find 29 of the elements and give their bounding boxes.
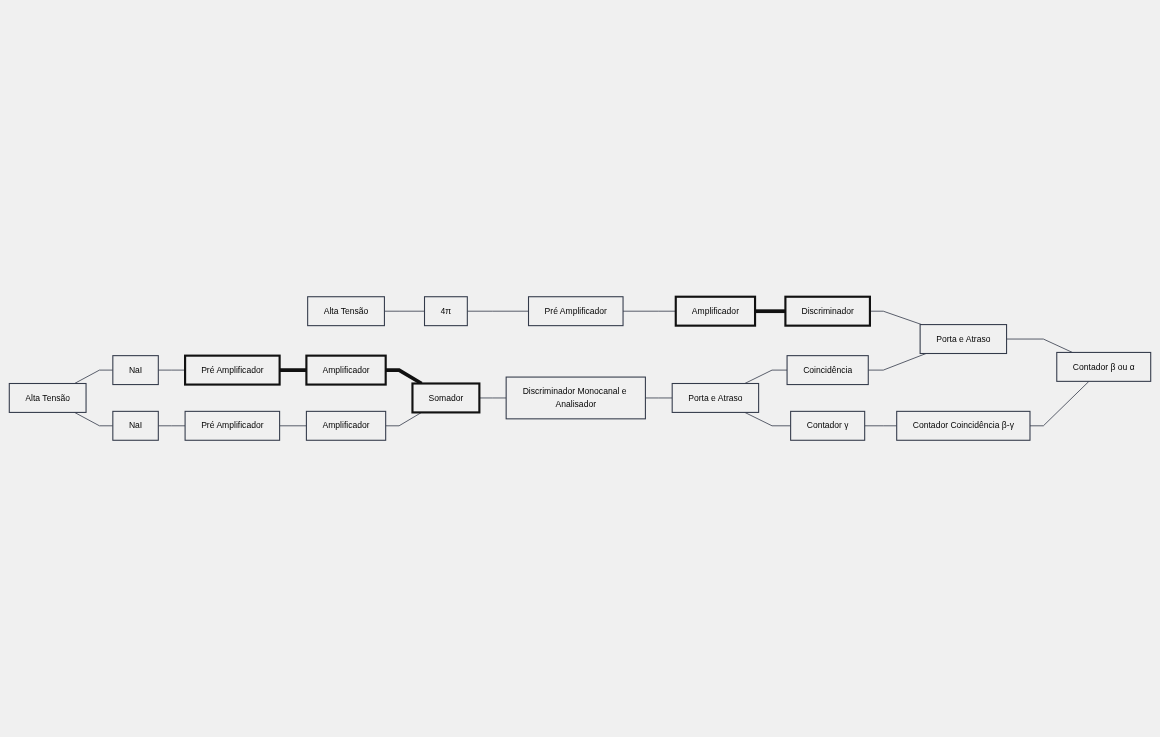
node-box: Porta e Atraso <box>919 324 1008 355</box>
connector <box>279 425 307 427</box>
node-box: Pré Amplificador <box>184 410 281 441</box>
node-box: Amplificador <box>305 410 387 441</box>
node-box: Contador β ou α <box>1056 351 1152 382</box>
node-box: Alta Tensão <box>8 382 87 413</box>
connector <box>384 310 425 312</box>
connector <box>1029 380 1090 427</box>
node-box: NaI <box>112 355 159 386</box>
connector <box>755 309 786 314</box>
connector <box>869 310 923 325</box>
node-box: Alta Tensão <box>307 296 385 327</box>
node-box: Somador <box>411 382 481 414</box>
node-box: NaI <box>112 410 159 441</box>
connector <box>645 397 673 399</box>
node-box: Coincidência <box>786 355 869 386</box>
node-box: Porta e Atraso <box>671 382 760 413</box>
connector <box>279 368 307 372</box>
node-box: Pré Amplificador <box>184 354 281 386</box>
connector <box>1006 338 1073 353</box>
node-box: Discriminador <box>784 295 871 327</box>
node-box: Contador γ <box>790 410 866 441</box>
node-box: 4π <box>423 296 468 327</box>
node-box: Discriminador Monocanal e Analisador <box>505 376 646 420</box>
node-box: Amplificador <box>305 354 387 386</box>
node-box: Contador Coincidência β-γ <box>896 410 1031 441</box>
connector <box>744 369 788 384</box>
node-box: Pré Amplificador <box>527 296 624 327</box>
node-box: Amplificador <box>674 295 757 327</box>
